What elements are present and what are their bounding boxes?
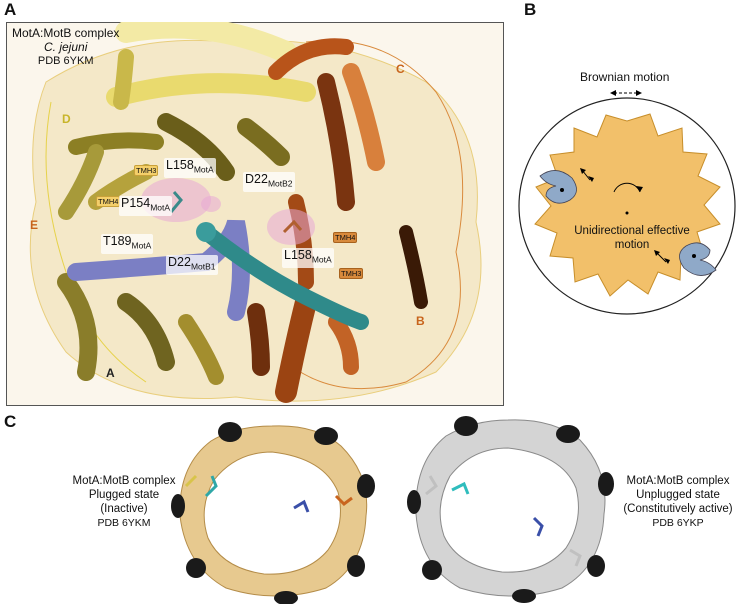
residue-subscript: MotB1 bbox=[191, 262, 216, 272]
panel-b-gear-diagram bbox=[510, 84, 744, 318]
unidirectional-line-2: motion bbox=[574, 238, 690, 252]
panel-a-letter: A bbox=[4, 0, 16, 20]
title-line-complex: MotA:MotB complex bbox=[12, 26, 119, 40]
brownian-motion-label: Brownian motion bbox=[580, 70, 669, 84]
residue-name: L158 bbox=[166, 158, 194, 172]
chain-label-d: D bbox=[62, 112, 71, 126]
residue-name: D22 bbox=[245, 172, 268, 186]
residue-name: P154 bbox=[121, 196, 150, 210]
residue-subscript: MotA bbox=[312, 255, 332, 265]
tmh-tag: TMH4 bbox=[333, 232, 357, 243]
unplugged-ring-structure bbox=[402, 410, 614, 604]
chain-label-c: C bbox=[396, 62, 405, 76]
unidirectional-motion-label: Unidirectional effective motion bbox=[574, 224, 690, 252]
panel-b-letter: B bbox=[524, 0, 536, 20]
title-line-pdb: PDB 6YKM bbox=[12, 54, 119, 68]
caption-line: MotA:MotB complex bbox=[612, 474, 744, 488]
tmh-tag: TMH4 bbox=[96, 196, 120, 207]
residue-subscript: MotA bbox=[194, 165, 214, 175]
panel-a-structure bbox=[6, 22, 504, 406]
residue-p154: P154MotA bbox=[119, 196, 172, 216]
panel-c-letter: C bbox=[4, 412, 16, 432]
residue-subscript: MotA bbox=[150, 203, 170, 213]
plugged-ring-structure bbox=[166, 416, 378, 604]
title-line-organism: C. jejuni bbox=[12, 40, 119, 54]
residue-t189: T189MotA bbox=[101, 234, 153, 254]
tmh-tag: TMH3 bbox=[339, 268, 363, 279]
caption-line: Unplugged state bbox=[612, 488, 744, 502]
residue-name: D22 bbox=[168, 255, 191, 269]
residue-subscript: MotB2 bbox=[268, 179, 293, 189]
residue-name: L158 bbox=[284, 248, 312, 262]
residue-name: T189 bbox=[103, 234, 132, 248]
chain-label-e: E bbox=[30, 218, 38, 232]
residue-subscript: MotA bbox=[132, 241, 152, 251]
residue-l158-right: L158MotA bbox=[282, 248, 334, 268]
residue-d22-motb2: D22MotB2 bbox=[243, 172, 295, 192]
tmh-tag: TMH3 bbox=[134, 165, 158, 176]
chain-label-a: A bbox=[106, 366, 115, 380]
residue-l158-top: L158MotA bbox=[164, 158, 216, 178]
chain-label-b: B bbox=[416, 314, 425, 328]
caption-line: (Constitutively active) bbox=[612, 502, 744, 516]
residue-d22-motb1: D22MotB1 bbox=[166, 255, 218, 275]
caption-line: PDB 6YKP bbox=[612, 516, 744, 530]
unidirectional-line-1: Unidirectional effective bbox=[574, 224, 690, 238]
panel-c-right-caption: MotA:MotB complex Unplugged state (Const… bbox=[612, 474, 744, 530]
panel-a-title: MotA:MotB complex C. jejuni PDB 6YKM bbox=[12, 26, 119, 68]
